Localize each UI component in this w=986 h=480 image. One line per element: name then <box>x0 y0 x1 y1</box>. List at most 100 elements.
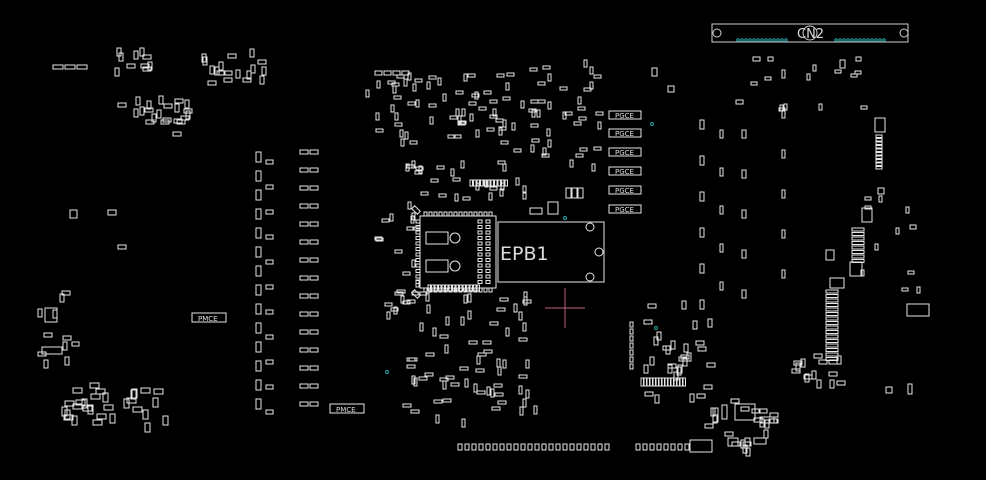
pad <box>506 443 512 451</box>
pad <box>144 107 154 113</box>
pad <box>392 70 401 76</box>
pad <box>488 287 493 293</box>
connector-cn2[interactable]: CN2 <box>711 23 909 43</box>
pad <box>506 72 515 77</box>
pad <box>485 230 491 235</box>
pad <box>309 329 319 335</box>
pad <box>464 443 470 451</box>
pad <box>477 263 483 268</box>
pad <box>142 409 149 420</box>
pad <box>851 245 865 250</box>
pad <box>829 277 845 289</box>
pad <box>744 437 751 447</box>
pad <box>825 249 835 261</box>
pad <box>445 316 450 326</box>
pad <box>468 101 477 106</box>
pad <box>374 70 383 76</box>
pad <box>548 443 554 451</box>
cn2-pin <box>772 38 776 42</box>
cn2-pin <box>756 38 760 42</box>
pad <box>477 225 483 229</box>
pad <box>299 221 309 227</box>
pad <box>629 356 634 363</box>
test-point[interactable]: PGCE <box>608 128 642 138</box>
pad <box>513 148 522 153</box>
pad <box>265 209 274 215</box>
pad <box>677 364 683 374</box>
pad <box>513 303 518 313</box>
pad <box>719 205 724 215</box>
pad <box>719 167 724 177</box>
fiducial-pmce-left[interactable]: PMCE <box>191 312 227 323</box>
pad <box>259 75 265 85</box>
fiducial-label-b: PMCE <box>336 406 356 414</box>
pad <box>485 219 491 224</box>
pad <box>309 257 319 263</box>
pad <box>201 53 207 63</box>
pad <box>299 347 309 353</box>
pad <box>433 399 443 404</box>
test-point[interactable]: PGCE <box>608 185 642 195</box>
pad <box>471 443 477 451</box>
test-point[interactable]: PGCE <box>608 110 642 120</box>
component-epb1[interactable]: EPB1 <box>497 221 605 283</box>
pad <box>735 99 744 105</box>
pad <box>485 252 491 257</box>
pad <box>907 383 913 395</box>
pad <box>476 284 480 292</box>
pad <box>427 284 431 292</box>
pad <box>216 70 226 76</box>
pad <box>457 443 463 451</box>
pad <box>265 259 274 265</box>
pad <box>423 211 428 217</box>
pad <box>255 284 262 296</box>
pad <box>502 359 507 369</box>
cn2-pin <box>740 38 744 42</box>
pad <box>854 70 862 75</box>
test-point[interactable]: PGCE <box>608 204 642 214</box>
pad <box>404 131 409 140</box>
pad <box>87 404 94 415</box>
pad <box>825 352 839 357</box>
pad <box>474 91 479 100</box>
pad <box>719 281 724 291</box>
pad <box>483 287 488 293</box>
pad <box>864 196 872 201</box>
pad <box>576 443 582 451</box>
fiducial-pmce-bottom[interactable]: PMCE <box>329 403 365 414</box>
pad <box>689 393 695 403</box>
pad <box>375 128 384 133</box>
pad <box>875 141 883 145</box>
pad <box>839 59 846 69</box>
pad <box>255 398 262 410</box>
test-point[interactable]: PGCE <box>608 166 642 176</box>
pad <box>255 170 262 182</box>
pad <box>818 103 823 111</box>
pad <box>851 236 865 241</box>
pad <box>734 403 756 421</box>
pad <box>383 70 392 76</box>
pad <box>466 284 470 292</box>
pad <box>593 74 602 79</box>
pad <box>699 227 705 238</box>
pad <box>483 90 492 95</box>
pad <box>497 179 501 187</box>
pad <box>825 298 839 303</box>
cn2-pin <box>846 38 850 42</box>
test-point[interactable]: PGCE <box>608 147 642 157</box>
pad <box>384 302 393 307</box>
test-point-column[interactable]: PGCE PGCE PGCE PGCE PGCE PGCE <box>608 110 642 214</box>
pad <box>764 419 770 429</box>
pad <box>246 70 252 80</box>
pad <box>520 443 526 451</box>
pad <box>682 357 688 367</box>
pad <box>537 99 546 104</box>
pad <box>426 304 431 314</box>
pad <box>793 360 803 366</box>
pad <box>133 108 139 118</box>
pad <box>875 148 883 152</box>
pad <box>255 303 262 315</box>
pad <box>72 403 83 410</box>
